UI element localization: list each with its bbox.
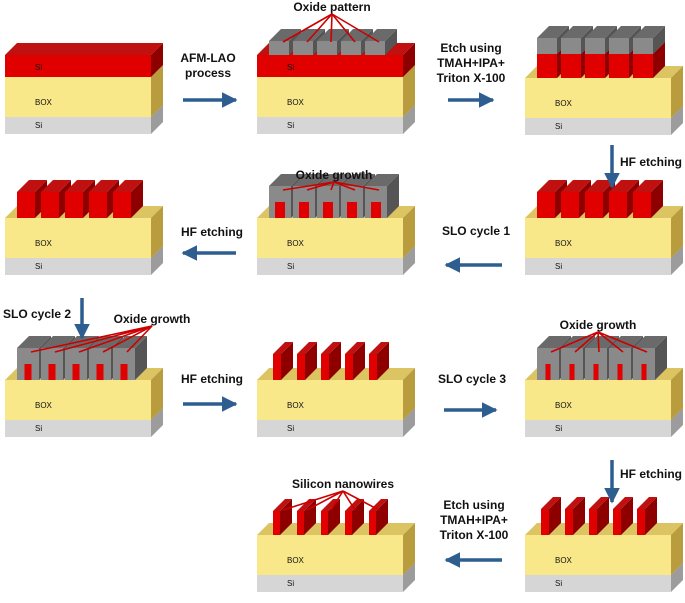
box-layer (257, 368, 415, 420)
box-layer-label: BOX (555, 401, 573, 410)
substrate-si-label: Si (287, 579, 294, 588)
stage-10-thinned-fins: BOX Si (525, 497, 683, 592)
si-core (371, 202, 381, 218)
si-core (641, 364, 647, 380)
si-fin (297, 342, 317, 380)
oxide-line (269, 29, 301, 55)
annotation-labels: Oxide pattern Oxide growth Oxide growth … (114, 0, 637, 491)
stage-7-oxide-growth-2: BOX Si (5, 336, 163, 437)
box-layer-label: BOX (555, 99, 573, 108)
si-fin (345, 342, 365, 380)
etch-label-1-line1: Etch using (440, 41, 501, 55)
etch-label-1-line2: TMAH+IPA+ (437, 56, 505, 70)
si-core (72, 364, 80, 380)
etch-label-2-line3: Triton X-100 (440, 528, 509, 542)
oxide-growth-1-pointers (282, 181, 380, 191)
substrate-si-label: Si (287, 262, 294, 271)
stage-5-oxide-growth-1: BOX Si (257, 174, 415, 275)
si-core (48, 364, 56, 380)
substrate-si-label: Si (555, 424, 562, 433)
device-si-label: Si (287, 63, 294, 72)
stage-9-oxide-growth-3: BOX Si (525, 336, 683, 437)
box-layer-label: BOX (287, 239, 305, 248)
oxide-growth-2-pointers (30, 325, 153, 353)
si-fin (321, 342, 341, 380)
stage-6-fins: BOX Si (5, 180, 163, 275)
silicon-nanowires-label: Silicon nanowires (292, 477, 394, 491)
stage-8-thinned-fins: BOX Si (257, 342, 415, 437)
oxide-growth-3-pointers (550, 331, 648, 353)
si-fin (633, 180, 663, 218)
si-fin (589, 497, 609, 535)
substrate-si-label: Si (287, 424, 294, 433)
box-layer (257, 523, 415, 575)
substrate-si-label: Si (555, 579, 562, 588)
substrate-si-label: Si (35, 424, 42, 433)
si-core (593, 364, 599, 380)
box-layer-label: BOX (35, 401, 53, 410)
oxide-growth-label-2: Oxide growth (114, 312, 191, 326)
si-core (96, 364, 104, 380)
si-nanowire (345, 499, 364, 535)
si-fin (273, 342, 293, 380)
stage-11-silicon-nanowires: BOX Si (257, 499, 415, 592)
box-layer-label: BOX (287, 556, 305, 565)
si-fin (369, 342, 389, 380)
step-labels: AFM-LAO process Etch using TMAH+IPA+ Tri… (3, 41, 682, 542)
si-fin (565, 497, 585, 535)
box-layer-label: BOX (35, 98, 53, 107)
afm-lao-label-line2: process (185, 66, 231, 80)
box-layer-label: BOX (555, 556, 573, 565)
slo-cycle-3-label: SLO cycle 3 (438, 372, 506, 386)
si-core (617, 364, 623, 380)
si-core (569, 364, 575, 380)
si-core (275, 202, 285, 218)
oxide-line (317, 29, 349, 55)
si-core (545, 364, 551, 380)
slo-cycle-1-label: SLO cycle 1 (442, 224, 510, 238)
si-core (347, 202, 357, 218)
substrate-si-label: Si (35, 262, 42, 271)
si-core (323, 202, 333, 218)
si-nanowire (297, 499, 316, 535)
substrate-si-label: Si (287, 121, 294, 130)
si-core (24, 364, 32, 380)
hf-etching-label-4: HF etching (620, 467, 682, 481)
oxide-pattern-label: Oxide pattern (293, 0, 370, 14)
etch-label-2-line2: TMAH+IPA+ (440, 513, 508, 527)
silicon-nanowires-pointers (282, 490, 380, 511)
box-layer-label: BOX (287, 401, 305, 410)
oxide-cap (633, 26, 665, 54)
device-si-layer (5, 43, 163, 77)
si-core (299, 202, 309, 218)
si-core (120, 364, 128, 380)
device-si-label: Si (35, 63, 42, 72)
stage-3-etched: BOX Si (525, 26, 683, 135)
hf-etching-label-2: HF etching (181, 225, 243, 239)
etch-label-1-line3: Triton X-100 (437, 71, 506, 85)
oxide-growth-label-3: Oxide growth (560, 318, 637, 332)
slo-cycle-2-label: SLO cycle 2 (3, 307, 71, 321)
oxide-pattern-pointers (282, 13, 380, 43)
substrate-si-label: Si (35, 121, 42, 130)
stage-4-fins: BOX Si (525, 180, 683, 275)
afm-lao-label-line1: AFM-LAO (180, 51, 235, 65)
oxide-growth-label-1: Oxide growth (296, 168, 373, 182)
si-fin (637, 497, 657, 535)
si-fin (541, 497, 561, 535)
si-fin (113, 180, 143, 218)
substrate-si-label: Si (555, 122, 562, 131)
box-layer-label: BOX (287, 98, 305, 107)
hf-etching-label-3: HF etching (181, 372, 243, 386)
etch-label-2-line1: Etch using (443, 498, 504, 512)
hf-etching-label-1: HF etching (620, 155, 682, 169)
si-fin (613, 497, 633, 535)
box-layer-label: BOX (35, 239, 53, 248)
box-layer-label: BOX (555, 239, 573, 248)
substrate-si-label: Si (555, 262, 562, 271)
